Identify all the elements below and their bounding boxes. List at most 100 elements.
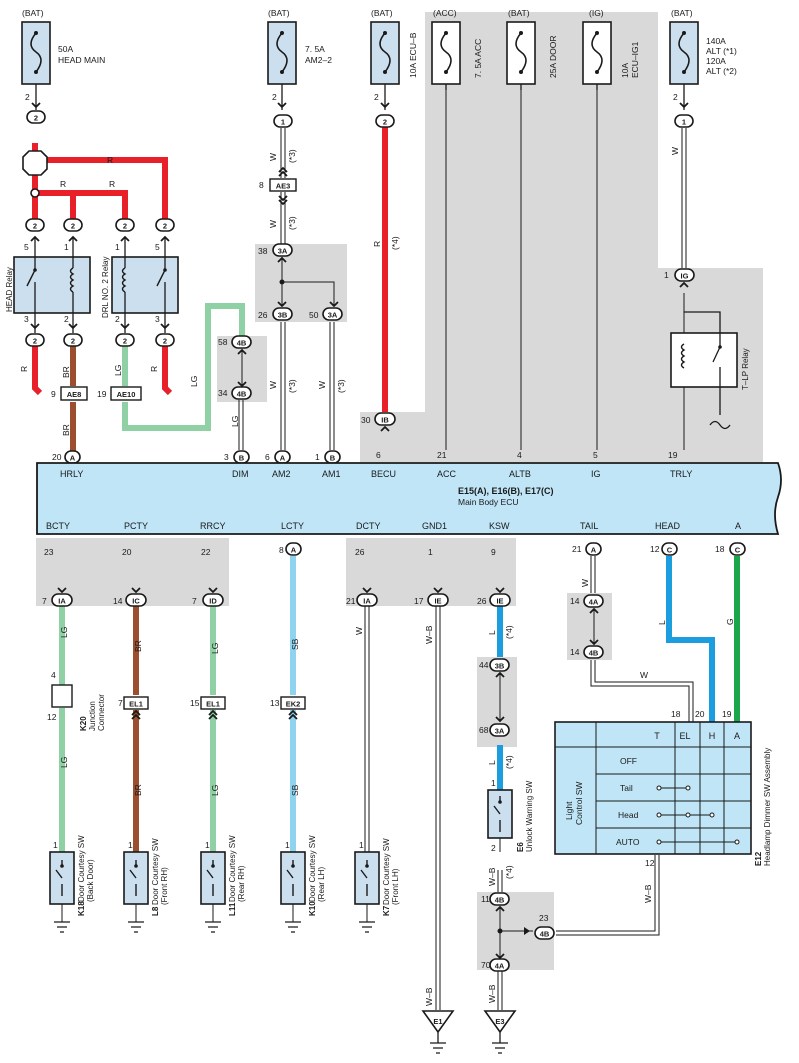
svg-text:W: W [580,579,590,587]
ecu-signal-labels: HRLY DIM AM2 AM1 BECU ACC ALTB IG TRLY B… [46,469,741,531]
svg-text:LG: LG [210,785,220,796]
svg-text:A: A [70,454,76,463]
svg-text:1: 1 [128,840,133,850]
svg-text:TRLY: TRLY [670,469,692,479]
svg-text:1: 1 [664,270,669,280]
svg-text:BR: BR [133,640,143,652]
connector-capsules: 2 1 2 1 2 2 2 2 2 2 2 2 3A 3B 3A 4B 4B I… [25,110,746,972]
svg-text:(*3): (*3) [287,379,297,393]
svg-text:IE: IE [434,597,441,606]
svg-text:3A: 3A [328,311,338,320]
svg-text:LG: LG [113,365,123,376]
headlamp-dimmer-sw: EL H A T OFF Tail Head AUTO Light Contro… [554,721,752,855]
svg-text:14: 14 [113,596,123,606]
svg-text:DIM: DIM [232,469,249,479]
svg-text:21: 21 [572,544,582,554]
svg-text:T–LP Relay: T–LP Relay [741,348,750,390]
svg-text:K18: K18 [77,901,86,916]
svg-text:26: 26 [477,596,487,606]
svg-text:W: W [268,381,278,389]
svg-text:E6: E6 [516,842,525,852]
capsule-fuse-am2: 1 [273,114,293,128]
switch-k7 [354,851,380,905]
svg-text:10A: 10A [620,63,630,78]
svg-text:R: R [60,179,66,189]
svg-text:HEAD Relay: HEAD Relay [5,267,14,312]
svg-text:LG: LG [210,643,220,654]
switch-l8 [123,851,149,905]
svg-text:K7: K7 [382,905,391,916]
svg-text:(BAT): (BAT) [268,8,290,18]
capsule-ic-pcty: IC [125,593,147,607]
svg-text:Door Courtesy SW: Door Courtesy SW [77,835,86,902]
fuse-alt [669,21,699,110]
svg-text:W: W [640,670,648,680]
svg-text:A: A [735,521,741,531]
arrow-heads [524,927,530,935]
svg-text:W–B: W–B [487,984,497,1003]
svg-text:44: 44 [479,660,489,670]
svg-text:15: 15 [190,698,200,708]
svg-text:ALTB: ALTB [509,469,531,479]
svg-text:A: A [291,546,297,555]
svg-text:8: 8 [259,180,264,190]
capsule-ecu-c-head: C [661,542,678,556]
connector-ae3: AE3 [269,178,297,192]
svg-text:T: T [654,731,660,741]
relay-labels: HEAD Relay DRL NO. 2 Relay T–LP Relay [5,257,750,391]
svg-text:KSW: KSW [489,521,510,531]
svg-text:C: C [735,546,741,555]
ground-points: E1 E3 [421,1010,517,1043]
capsule-3a-top: 3A [272,243,293,257]
svg-text:(*4): (*4) [504,625,514,639]
svg-text:BCTY: BCTY [46,521,70,531]
capsule-ecu-b-dim: B [233,450,250,464]
svg-text:2: 2 [383,118,387,127]
svg-text:W: W [354,627,364,635]
svg-text:18: 18 [715,544,725,554]
svg-text:21: 21 [437,450,447,460]
capsule-head-relay-2a: 2 [25,218,45,232]
capsule-drl-relay-2d: 2 [155,333,175,347]
svg-text:W–B: W–B [424,987,434,1006]
svg-text:1: 1 [205,840,210,850]
source-labels: (BAT) (BAT) (BAT) (ACC) (BAT) (IG) (BAT) [22,8,693,18]
svg-text:Main Body ECU: Main Body ECU [458,497,518,507]
capsule-fuse-head-main: 2 [26,110,46,124]
svg-text:L: L [487,630,497,635]
svg-text:OFF: OFF [620,756,637,766]
svg-text:2: 2 [491,843,496,853]
tlp-relay [670,311,738,430]
svg-text:(Rear RH): (Rear RH) [237,865,246,902]
svg-text:7. 5A: 7. 5A [305,44,325,54]
svg-text:TAIL: TAIL [580,521,598,531]
svg-text:4B: 4B [237,339,247,348]
svg-text:19: 19 [668,450,678,460]
fuse-acc [431,21,461,90]
svg-text:B: B [239,454,245,463]
inline-connectors: AE3 AE8 AE10 EL1 EL1 EK2 [51,178,306,710]
main-body-ecu: E15(A), E16(B), E17(C) Main Body ECU [36,462,782,535]
svg-text:R: R [149,366,159,372]
svg-text:E15(A), E16(B), E17(C): E15(A), E16(B), E17(C) [458,486,554,496]
svg-text:(Back Door): (Back Door) [86,859,95,902]
svg-text:BR: BR [61,424,71,436]
svg-text:2: 2 [25,92,30,102]
svg-text:21: 21 [346,596,356,606]
svg-text:1: 1 [315,452,320,462]
svg-text:20: 20 [695,709,705,719]
svg-text:HEAD MAIN: HEAD MAIN [58,55,105,65]
capsule-3b-ksw: 3B [489,658,510,672]
svg-text:1: 1 [115,242,120,252]
svg-text:18: 18 [671,709,681,719]
connector-el1-pcty: EL1 [123,696,149,710]
svg-text:H: H [709,731,716,741]
svg-text:14: 14 [570,596,580,606]
svg-text:6: 6 [376,450,381,460]
svg-text:140A: 140A [706,36,726,46]
svg-text:4B: 4B [237,390,247,399]
svg-text:BR: BR [61,366,71,378]
svg-text:7: 7 [192,596,197,606]
svg-text:(Rear LH): (Rear LH) [317,867,326,902]
